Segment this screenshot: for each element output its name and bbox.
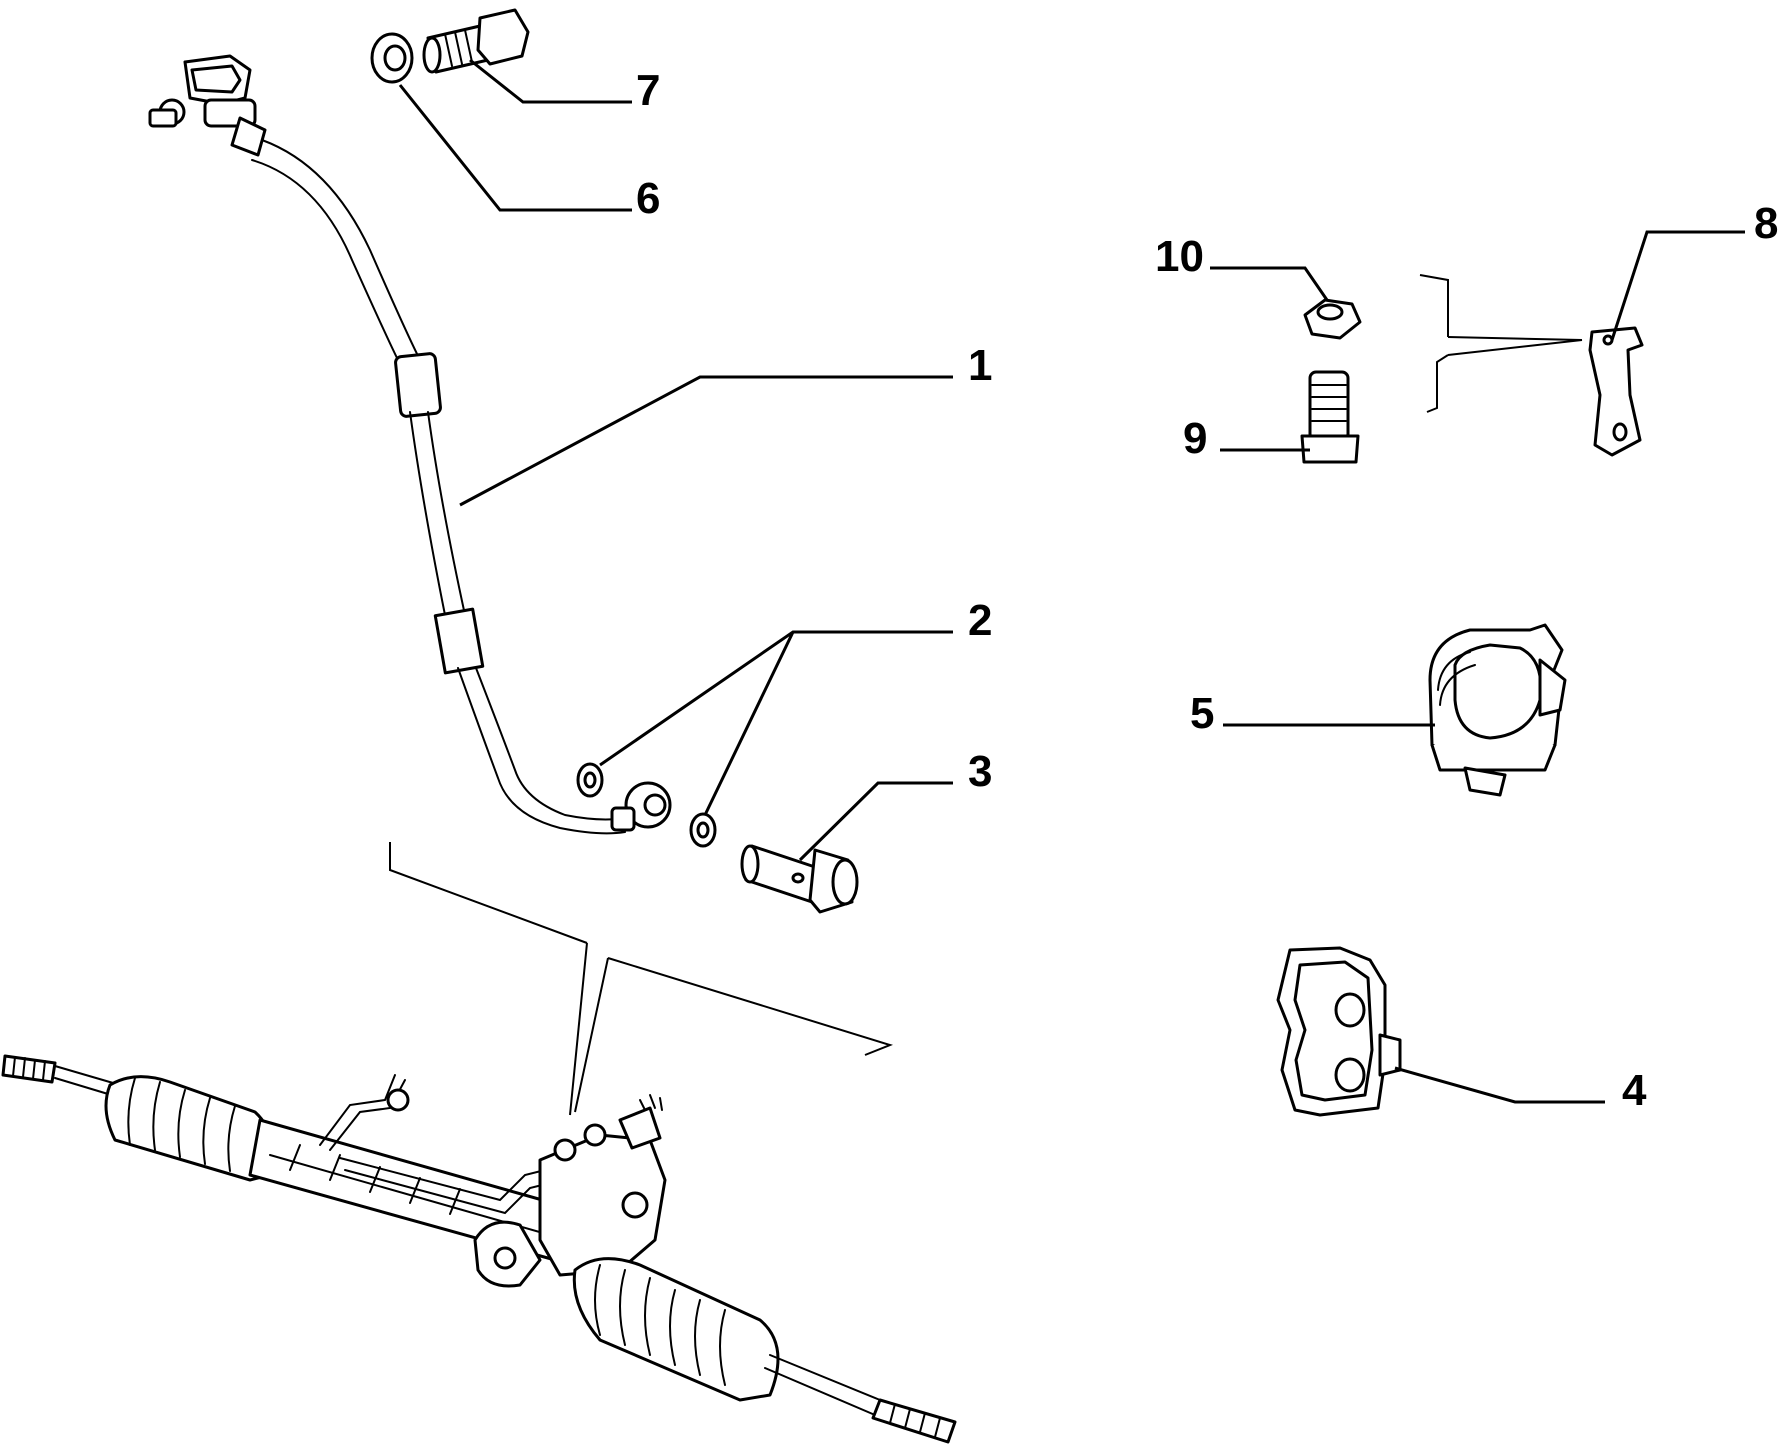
leader-lines [398,58,1745,1104]
hose-assembly [148,54,672,835]
callout-10: 10 [1155,232,1204,281]
hose-clamp [1428,623,1567,797]
callout-6: 6 [636,174,660,223]
banjo-bolt [740,844,859,914]
lock-nut [1303,298,1362,340]
callout-9: 9 [1183,414,1207,463]
callout-1: 1 [968,341,992,390]
steering-rack [1,1054,957,1444]
support-bracket [1419,274,1644,457]
callout-2: 2 [968,596,992,645]
callout-3: 3 [968,747,992,796]
callout-7: 7 [636,66,660,115]
callout-8: 8 [1754,199,1778,248]
callout-5: 5 [1190,689,1214,738]
sealing-washer [576,762,717,848]
callout-labels: 1 2 3 4 5 6 7 8 9 10 [636,66,1778,1115]
callout-4: 4 [1622,1066,1647,1115]
steering-rack-bracket [1276,946,1402,1117]
sealing-washer-upper [370,32,414,84]
assembly-bracket-lines [389,842,893,1116]
banjo-bolt-upper [422,8,530,74]
stud-bolt [1300,370,1360,464]
